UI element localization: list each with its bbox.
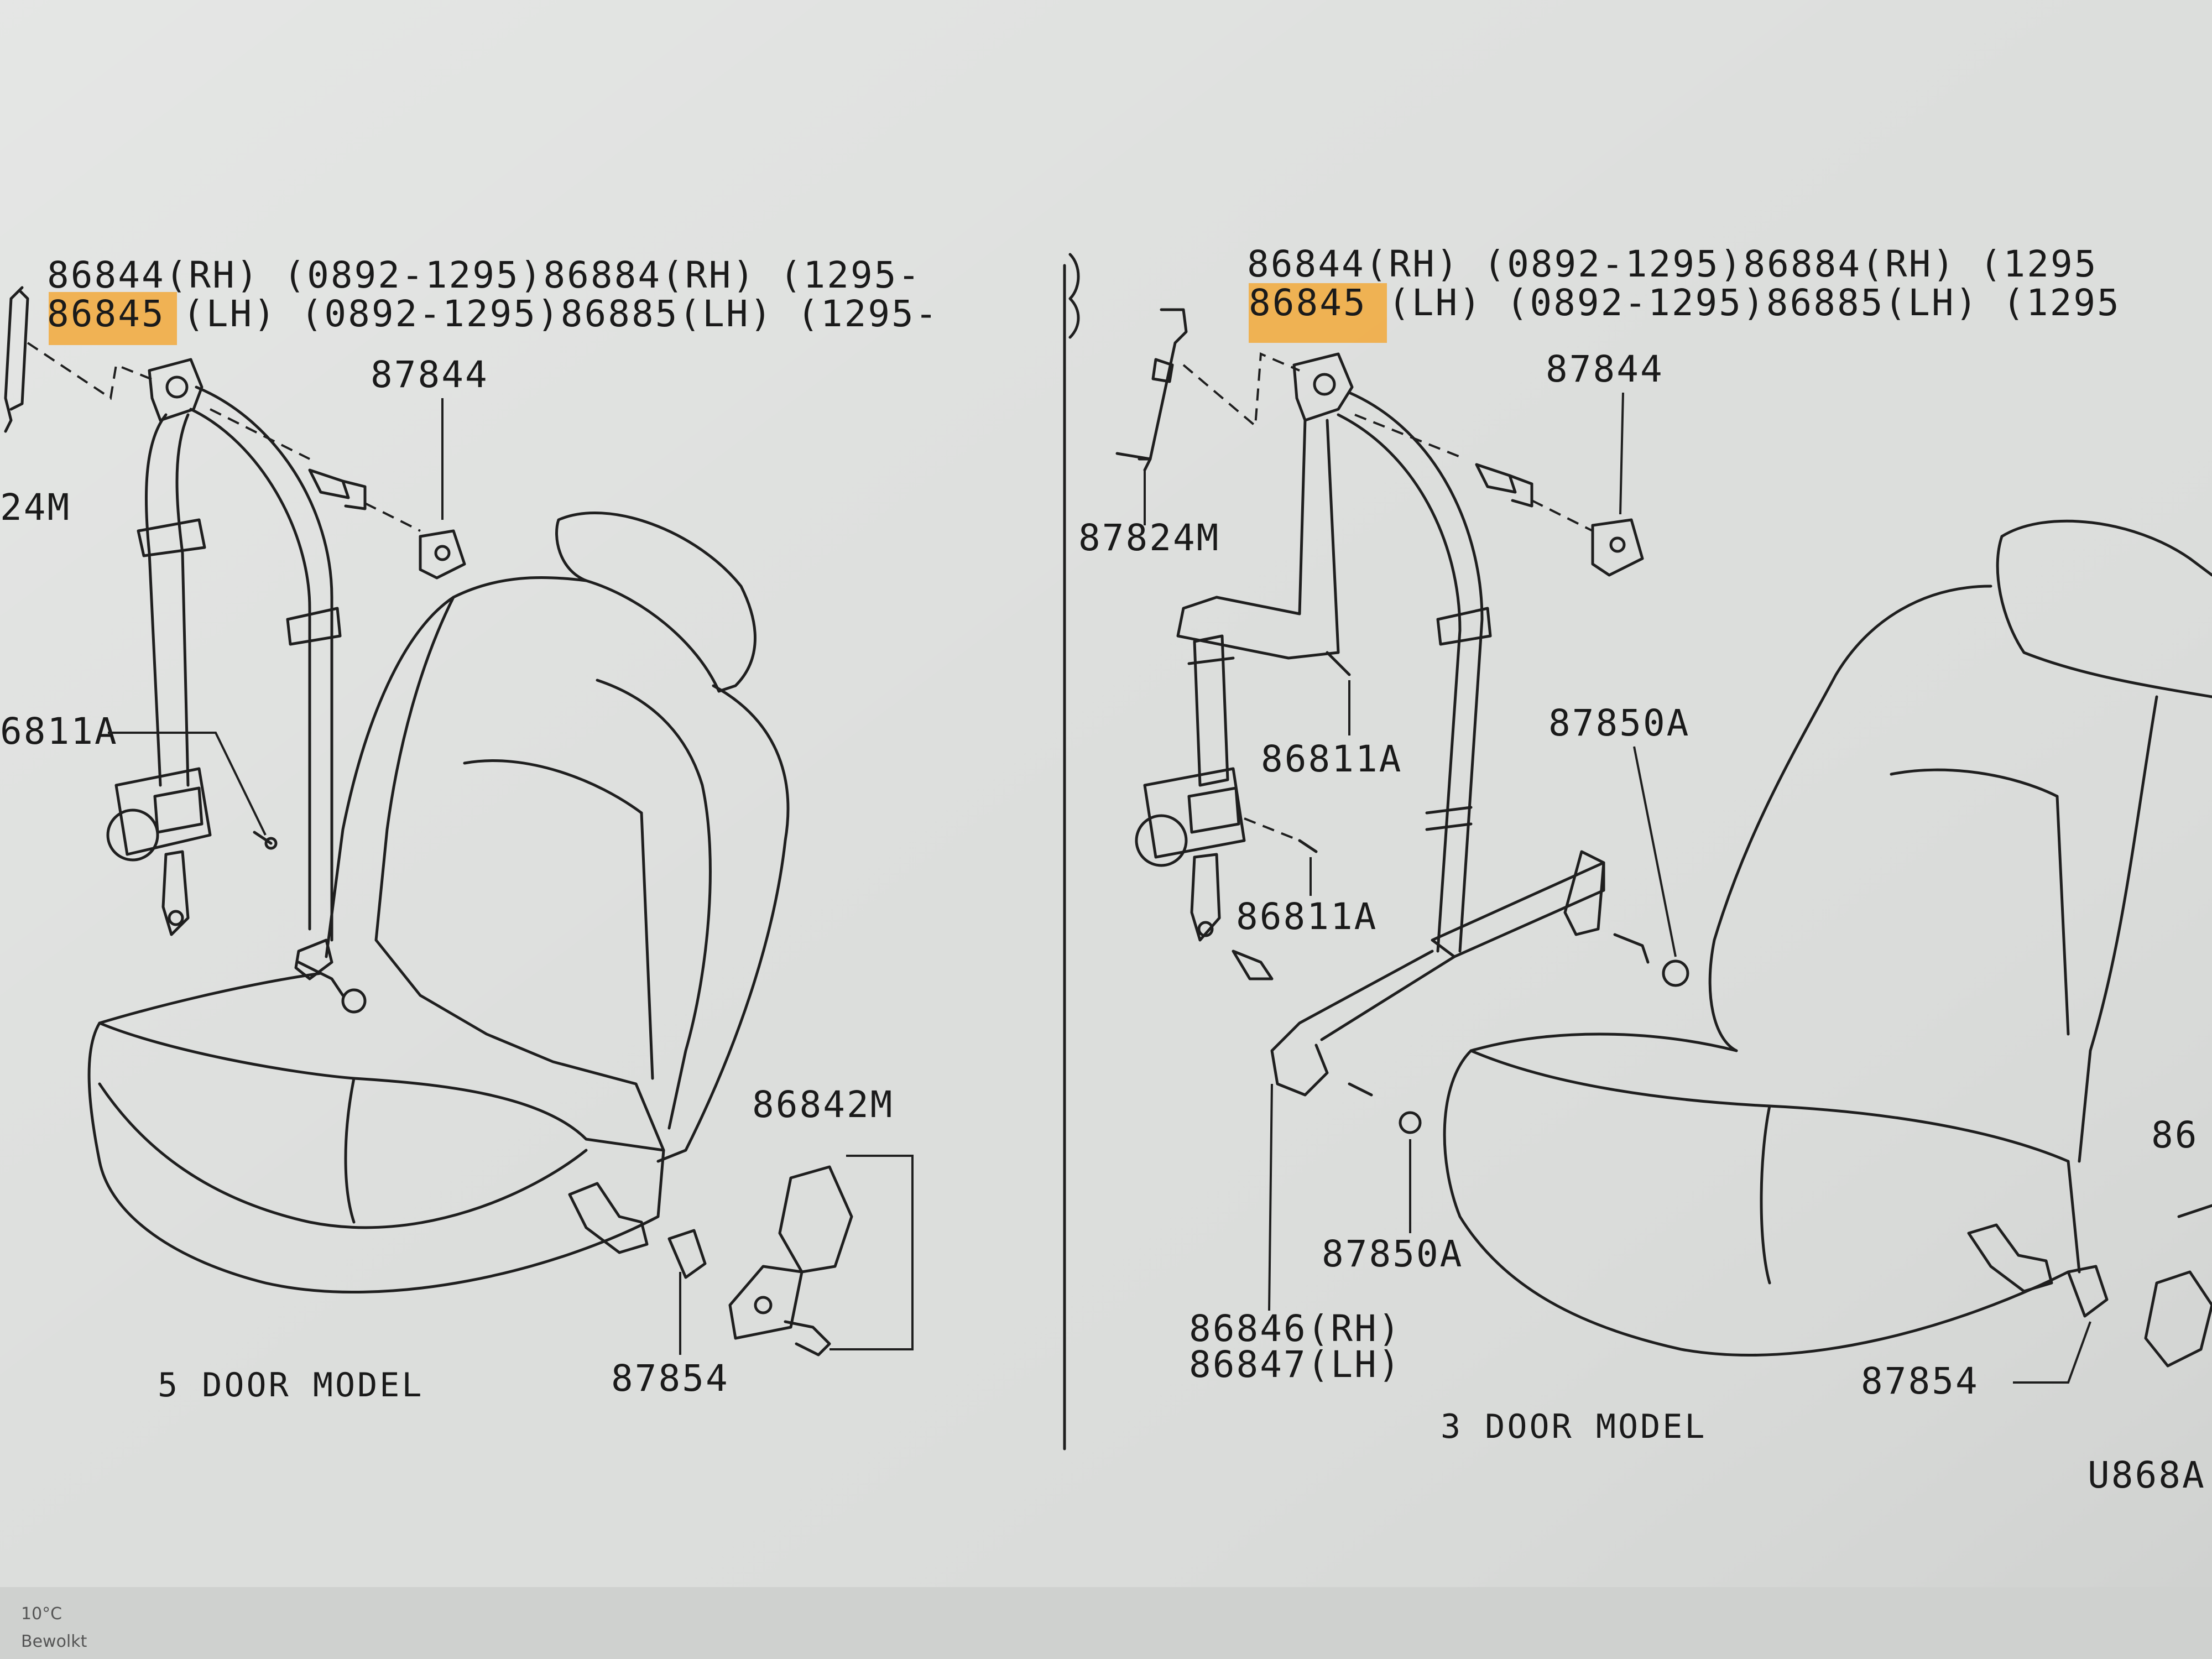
leader-86846 — [1268, 1083, 1273, 1311]
leader-6811a-left — [108, 732, 267, 836]
right-header-line2: (LH) (0892-1295)86885(LH) (1295 — [1388, 281, 2121, 324]
nut-87850a-lower — [1399, 1111, 1422, 1134]
label-87854-left: 87854 — [611, 1357, 729, 1400]
height-adjuster-right — [1115, 308, 1300, 525]
bolt-87850a-upper — [1613, 933, 1650, 964]
left-panel-five-door: 86844(RH) (0892-1295)86884(RH) (1295- 86… — [0, 254, 939, 1405]
left-header-line1: 86844(RH) (0892-1295)86884(RH) (1295- — [47, 254, 921, 296]
leader-87850a-upper — [1633, 746, 1677, 957]
seat-belt-left — [137, 358, 342, 980]
label-87854-right: 87854 — [1861, 1360, 1979, 1402]
label-87824m-right: 87824M — [1078, 517, 1220, 559]
retractor-lower-bolt — [1232, 950, 1274, 980]
retractor-left — [106, 767, 212, 936]
right-panel-three-door: 86844(RH) (0892-1295)86884(RH) (1295 868… — [1078, 243, 2212, 1496]
label-24m-left: 24M — [0, 486, 71, 529]
label-86-partial: 86 — [2151, 1114, 2198, 1156]
label-86846-rh: 86846(RH) — [1189, 1307, 1402, 1350]
label-86847-lh: 86847(LH) — [1189, 1343, 1402, 1386]
retractor-bolt-right — [1298, 839, 1318, 853]
caption-three-door: 3 DOOR MODEL — [1441, 1407, 1707, 1446]
label-drawing-code: U868A — [2088, 1454, 2206, 1496]
label-86811a-lower: 86811A — [1236, 895, 1378, 938]
weather-temperature: 10°C — [21, 1604, 62, 1624]
bolt-87850a-lower — [1348, 1082, 1373, 1097]
retractor-bolt-leader — [1244, 817, 1300, 842]
label-86842m-left: 86842M — [752, 1083, 894, 1126]
label-87850a-upper: 87850A — [1548, 702, 1690, 744]
divider-break-mark — [1068, 253, 1080, 339]
left-highlight-86845 — [49, 292, 177, 345]
bolt-small-left — [253, 831, 273, 845]
taskbar: 10°C Bewolkt — [0, 1587, 2212, 1659]
seat-drawing-left — [87, 512, 790, 1293]
label-6811a-left: 6811A — [0, 710, 118, 753]
caption-five-door: 5 DOOR MODEL — [158, 1366, 424, 1405]
right-header-line1: 86844(RH) (0892-1295)86884(RH) (1295 — [1247, 243, 2098, 285]
right-highlight-86845 — [1249, 283, 1387, 343]
label-87850a-lower: 87850A — [1322, 1233, 1463, 1275]
label-87844-right: 87844 — [1546, 348, 1664, 390]
dashed-leader-left — [27, 342, 158, 400]
buckle-assembly-right — [1967, 1204, 2212, 1384]
belt-bolt-nut-left — [341, 988, 367, 1014]
height-adjuster-left — [4, 286, 29, 433]
anchor-bolt-left — [210, 398, 466, 580]
retractor-right — [1135, 634, 1246, 942]
small-bolt-upper-right — [1326, 651, 1351, 676]
left-header-part-86845: 86845 — [47, 293, 165, 335]
bolt-head-left — [264, 837, 278, 850]
anchor-bolt-right — [1354, 392, 1644, 577]
weather-status: Bewolkt — [21, 1632, 87, 1651]
left-header-line2: (LH) (0892-1295)86885(LH) (1295- — [182, 293, 939, 335]
right-header-part-86845: 86845 — [1249, 281, 1367, 324]
buckle-assembly-left — [568, 1155, 914, 1357]
nut-87850a-upper — [1662, 959, 1689, 987]
belt-bolt-lower-left — [297, 961, 345, 997]
seat-drawing-right — [1443, 519, 2212, 1357]
label-86811a-upper: 86811A — [1261, 738, 1402, 780]
label-87844-left: 87844 — [371, 353, 489, 396]
